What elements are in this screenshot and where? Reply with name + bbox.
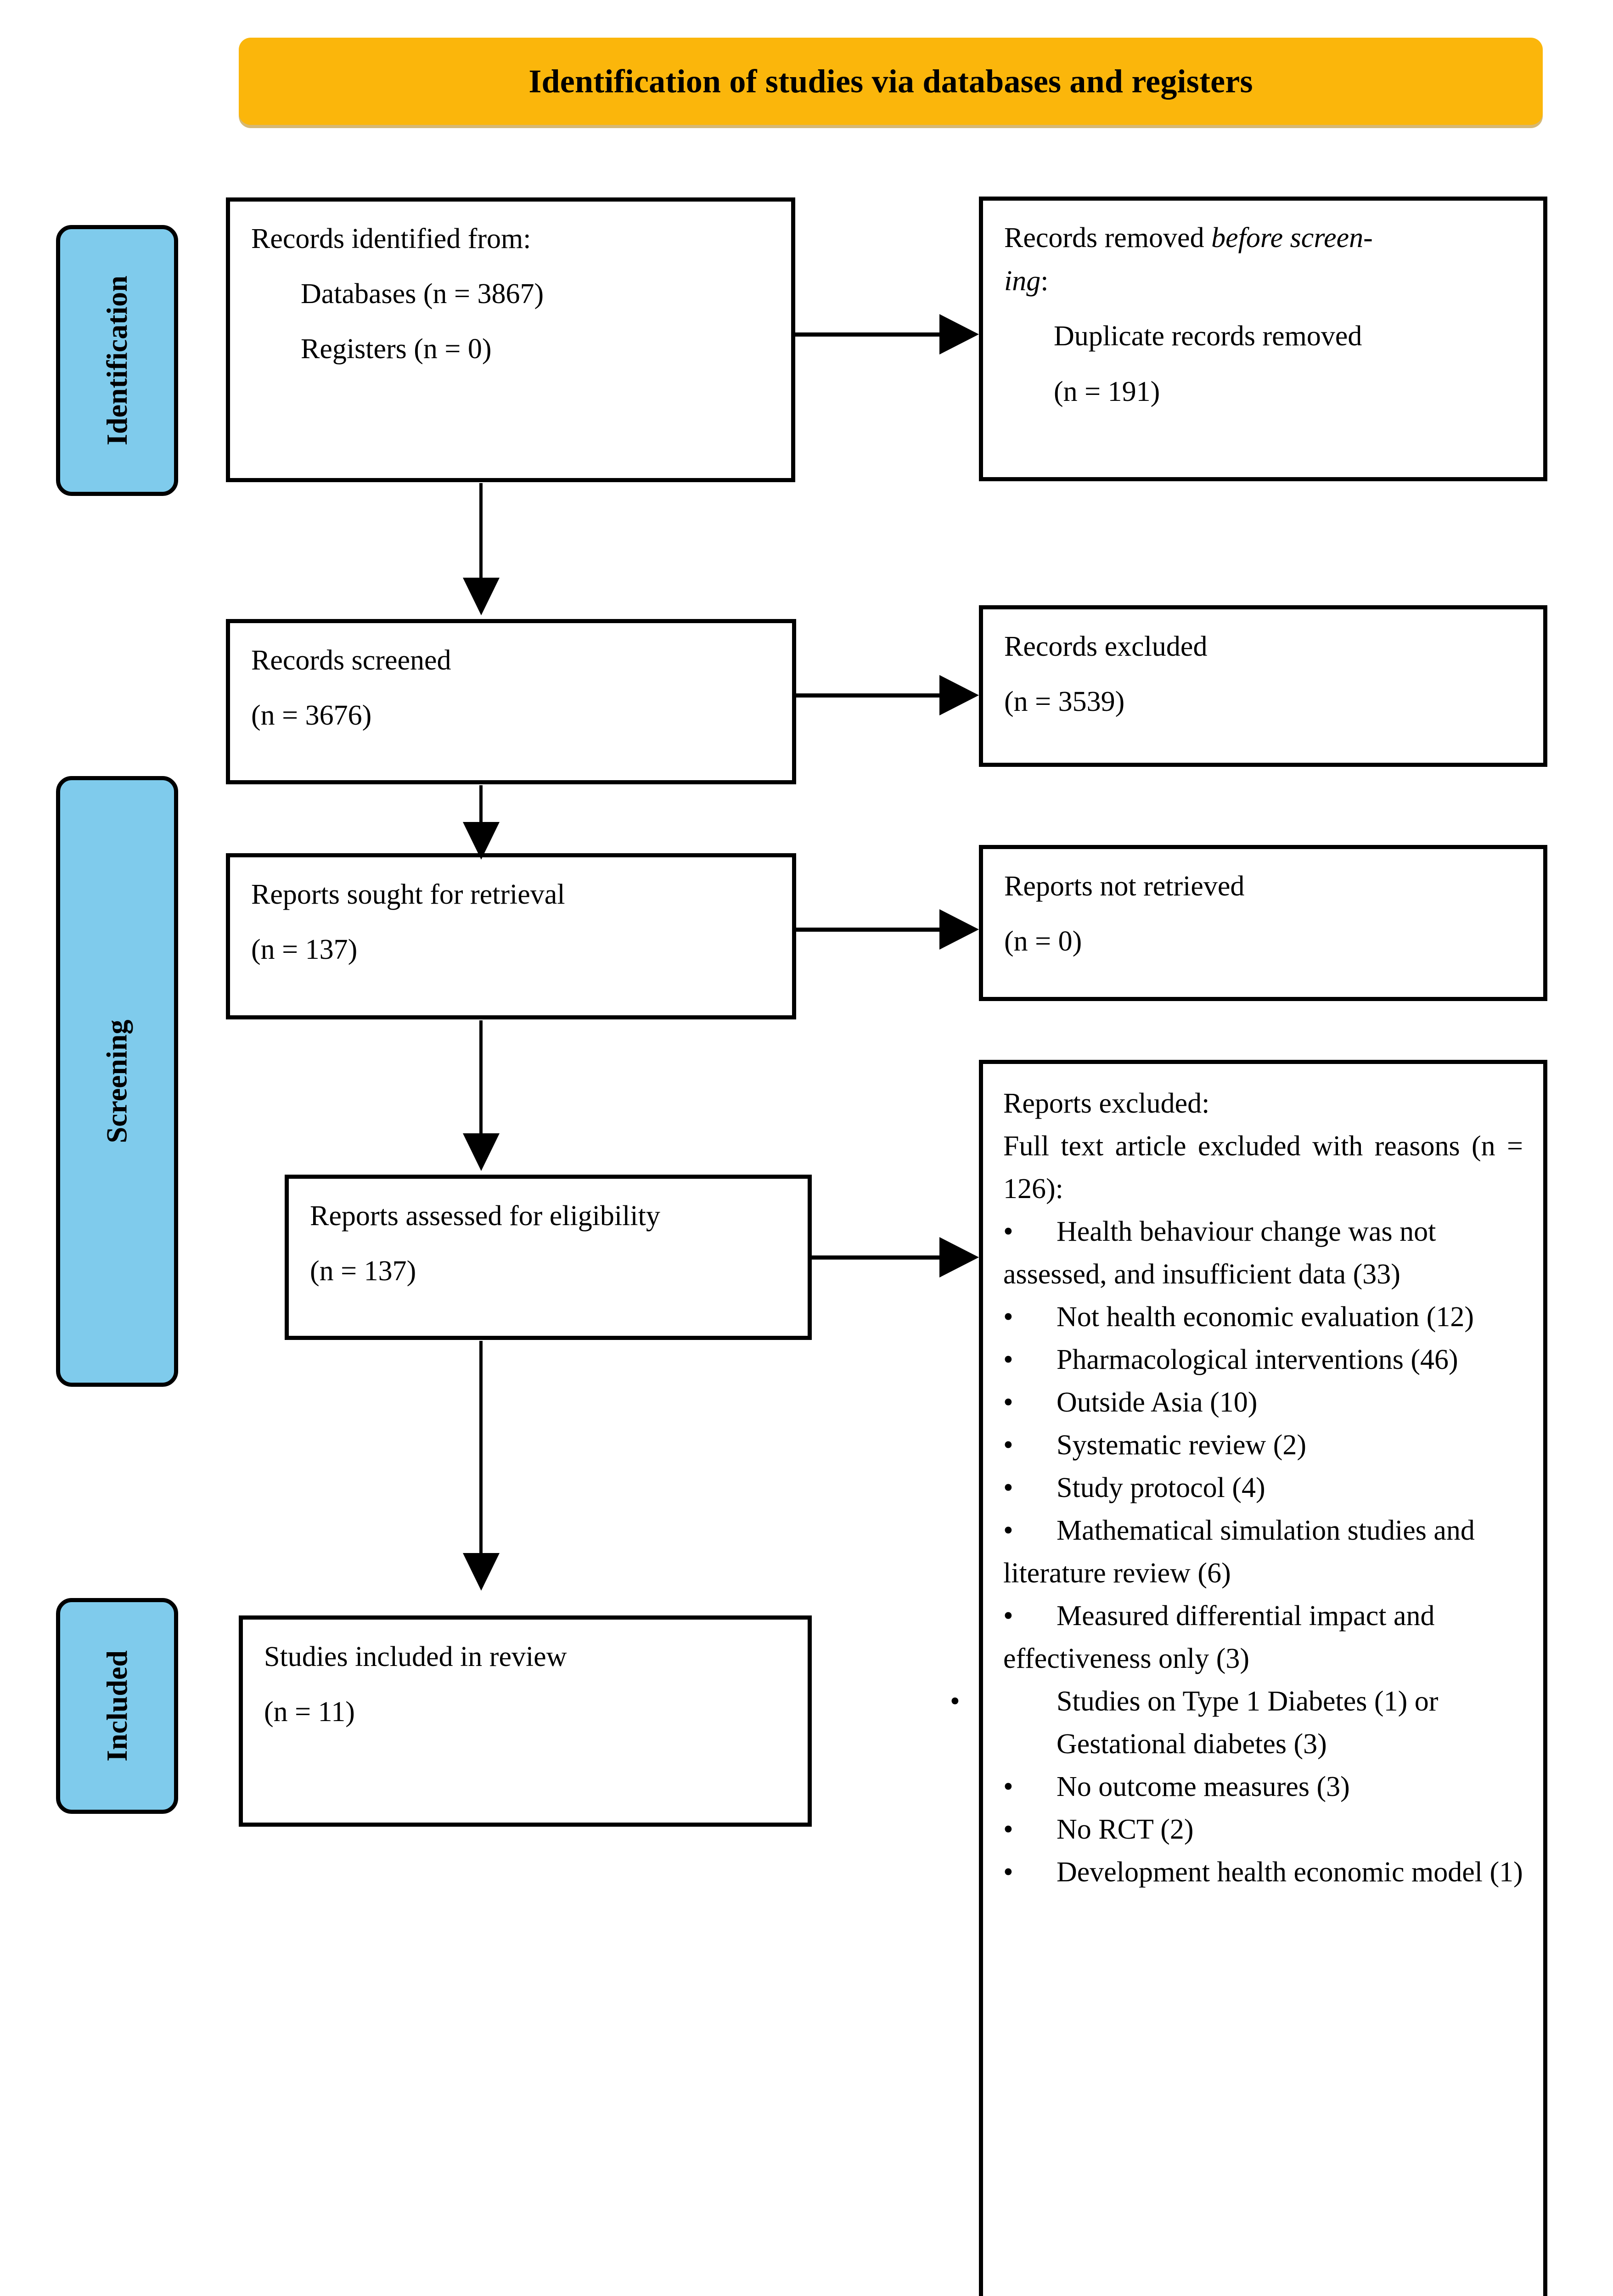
bullet-icon: • xyxy=(1003,1857,1013,1888)
records-removed-count: (n = 191) xyxy=(1054,376,1160,407)
records-identified-registers: Registers (n = 0) xyxy=(301,333,492,365)
reports-sought-label: Reports sought for retrieval xyxy=(251,879,565,910)
diagram-title-banner: Identification of studies via databases … xyxy=(239,38,1543,125)
box-records-excluded: Records excluded (n = 3539) xyxy=(979,605,1547,767)
reports-excluded-reason-item: • Development health economic model (1) xyxy=(1003,1851,1523,1894)
reports-excluded-reason-list: •Health behaviour change was not assesse… xyxy=(950,1210,1523,1894)
reports-excluded-heading: Reports excluded: xyxy=(1003,1088,1210,1119)
reports-eligibility-count: (n = 137) xyxy=(310,1255,416,1287)
records-removed-line2: ing: xyxy=(1004,259,1522,303)
connector-identified-to-removed xyxy=(795,332,942,337)
records-excluded-label: Records excluded xyxy=(1004,631,1208,662)
reports-excluded-reason-item: • Pharmacological interventions (46) xyxy=(1003,1339,1523,1381)
connector-screened-to-excluded xyxy=(796,693,943,698)
records-identified-databases: Databases (n = 3867) xyxy=(301,278,544,310)
reports-excluded-reason-text: Pharmacological interventions (46) xyxy=(1057,1344,1458,1375)
records-removed-line1: Records removed before screen- xyxy=(1004,216,1522,259)
arrowhead-eligibility-to-reports-excluded xyxy=(939,1237,979,1277)
box-reports-assessed-eligibility: Reports assessed for eligibility (n = 13… xyxy=(285,1175,812,1340)
connector-sought-to-eligibility xyxy=(479,1020,483,1136)
reports-excluded-reason-text: Studies on Type 1 Diabetes (1) or Gestat… xyxy=(1057,1686,1439,1760)
arrowhead-identified-to-removed xyxy=(939,314,979,355)
reports-not-retrieved-count: (n = 0) xyxy=(1004,926,1082,957)
reports-excluded-reason-item: •Mathematical simulation studies and lit… xyxy=(1003,1509,1523,1595)
bullet-icon: • xyxy=(1003,1429,1013,1461)
stage-label-screening-text: Screening xyxy=(101,1019,133,1143)
connector-screened-to-sought xyxy=(479,785,483,827)
box-records-identified: Records identified from: Databases (n = … xyxy=(226,197,795,482)
bullet-icon: • xyxy=(1003,1387,1013,1418)
reports-excluded-reason-text: Measured differential impact and effecti… xyxy=(1003,1600,1435,1674)
studies-included-label: Studies included in review xyxy=(264,1641,567,1672)
box-reports-excluded-reasons: Reports excluded: Full text article excl… xyxy=(950,1060,1547,2296)
stage-label-screening: Screening xyxy=(56,776,178,1387)
records-removed-line2-colon: : xyxy=(1040,265,1049,297)
reports-excluded-reason-item: •Measured differential impact and effect… xyxy=(1003,1595,1523,1680)
reports-excluded-reason-text: Mathematical simulation studies and lite… xyxy=(1003,1515,1475,1589)
bullet-icon: • xyxy=(1003,1814,1013,1845)
box-studies-included: Studies included in review (n = 11) xyxy=(239,1615,812,1827)
reports-excluded-reason-item: • Study protocol (4) xyxy=(1003,1467,1523,1509)
connector-identified-to-screened xyxy=(479,483,483,580)
arrowhead-sought-to-not-retrieved xyxy=(939,909,979,950)
reports-excluded-reason-item: • Systematic review (2) xyxy=(1003,1424,1523,1467)
records-identified-line1: Records identified from: xyxy=(251,223,531,254)
reports-excluded-reason-text: Study protocol (4) xyxy=(1057,1472,1265,1503)
arrowhead-sought-to-eligibility xyxy=(463,1133,500,1171)
bullet-icon: • xyxy=(1003,1472,1013,1503)
reports-sought-count: (n = 137) xyxy=(251,934,358,966)
records-removed-line1-italic: before screen- xyxy=(1211,222,1373,253)
reports-excluded-reason-item: • Studies on Type 1 Diabetes (1) or Gesta… xyxy=(950,1680,1523,1766)
reports-excluded-reason-item: • No outcome measures (3) xyxy=(1003,1766,1523,1808)
records-excluded-count: (n = 3539) xyxy=(1004,686,1125,718)
reports-excluded-reason-item: • Not health economic evaluation (12) xyxy=(1003,1296,1523,1339)
stage-label-identification: Identification xyxy=(56,225,178,496)
reports-excluded-reason-item: • Outside Asia (10) xyxy=(1003,1381,1523,1424)
box-records-screened: Records screened (n = 3676) xyxy=(226,619,796,784)
studies-included-count: (n = 11) xyxy=(264,1696,355,1728)
reports-not-retrieved-label: Reports not retrieved xyxy=(1004,871,1245,902)
reports-excluded-subheading: Full text article excluded with reasons … xyxy=(1003,1131,1523,1204)
bullet-icon: • xyxy=(1003,1216,1013,1247)
arrowhead-screened-to-excluded xyxy=(939,675,979,715)
stage-label-identification-text: Identification xyxy=(101,276,133,445)
reports-excluded-reason-text: Systematic review (2) xyxy=(1057,1429,1307,1461)
records-screened-label: Records screened xyxy=(251,645,451,676)
records-removed-line2-italic: ing xyxy=(1004,265,1041,297)
records-removed-duplicates: Duplicate records removed xyxy=(1054,321,1362,352)
records-screened-count: (n = 3676) xyxy=(251,700,372,732)
connector-eligibility-to-reports-excluded xyxy=(811,1255,944,1260)
bullet-icon: • xyxy=(1003,1301,1013,1333)
reports-excluded-reason-item: • No RCT (2) xyxy=(1003,1808,1523,1851)
bullet-icon: • xyxy=(950,1686,960,1717)
box-records-removed: Records removed before screen- ing: Dupl… xyxy=(979,197,1547,481)
arrowhead-screened-to-sought xyxy=(463,822,500,860)
stage-label-included: Included xyxy=(56,1598,178,1814)
box-reports-not-retrieved: Reports not retrieved (n = 0) xyxy=(979,845,1547,1001)
reports-excluded-reason-text: Health behaviour change was not assessed… xyxy=(1003,1216,1436,1290)
arrowhead-eligibility-to-included xyxy=(463,1553,500,1591)
reports-excluded-reason-text: Not health economic evaluation (12) xyxy=(1057,1301,1474,1333)
diagram-title: Identification of studies via databases … xyxy=(528,62,1253,100)
reports-excluded-reason-text: Development health economic model (1) xyxy=(1057,1857,1523,1888)
bullet-icon: • xyxy=(1003,1515,1013,1546)
box-reports-sought: Reports sought for retrieval (n = 137) xyxy=(226,853,796,1019)
connector-eligibility-to-included xyxy=(479,1341,483,1556)
reports-excluded-reason-item: •Health behaviour change was not assesse… xyxy=(1003,1210,1523,1296)
reports-excluded-reason-text: Outside Asia (10) xyxy=(1057,1387,1258,1418)
reports-eligibility-label: Reports assessed for eligibility xyxy=(310,1200,660,1232)
bullet-icon: • xyxy=(1003,1344,1013,1375)
arrowhead-identified-to-screened xyxy=(463,578,500,615)
stage-label-included-text: Included xyxy=(101,1650,133,1761)
records-removed-line1-plain: Records removed xyxy=(1004,222,1212,253)
reports-excluded-reason-text: No outcome measures (3) xyxy=(1057,1771,1350,1802)
connector-sought-to-not-retrieved xyxy=(796,928,943,932)
bullet-icon: • xyxy=(1003,1600,1013,1632)
reports-excluded-reason-text: No RCT (2) xyxy=(1057,1814,1194,1845)
bullet-icon: • xyxy=(1003,1771,1013,1802)
